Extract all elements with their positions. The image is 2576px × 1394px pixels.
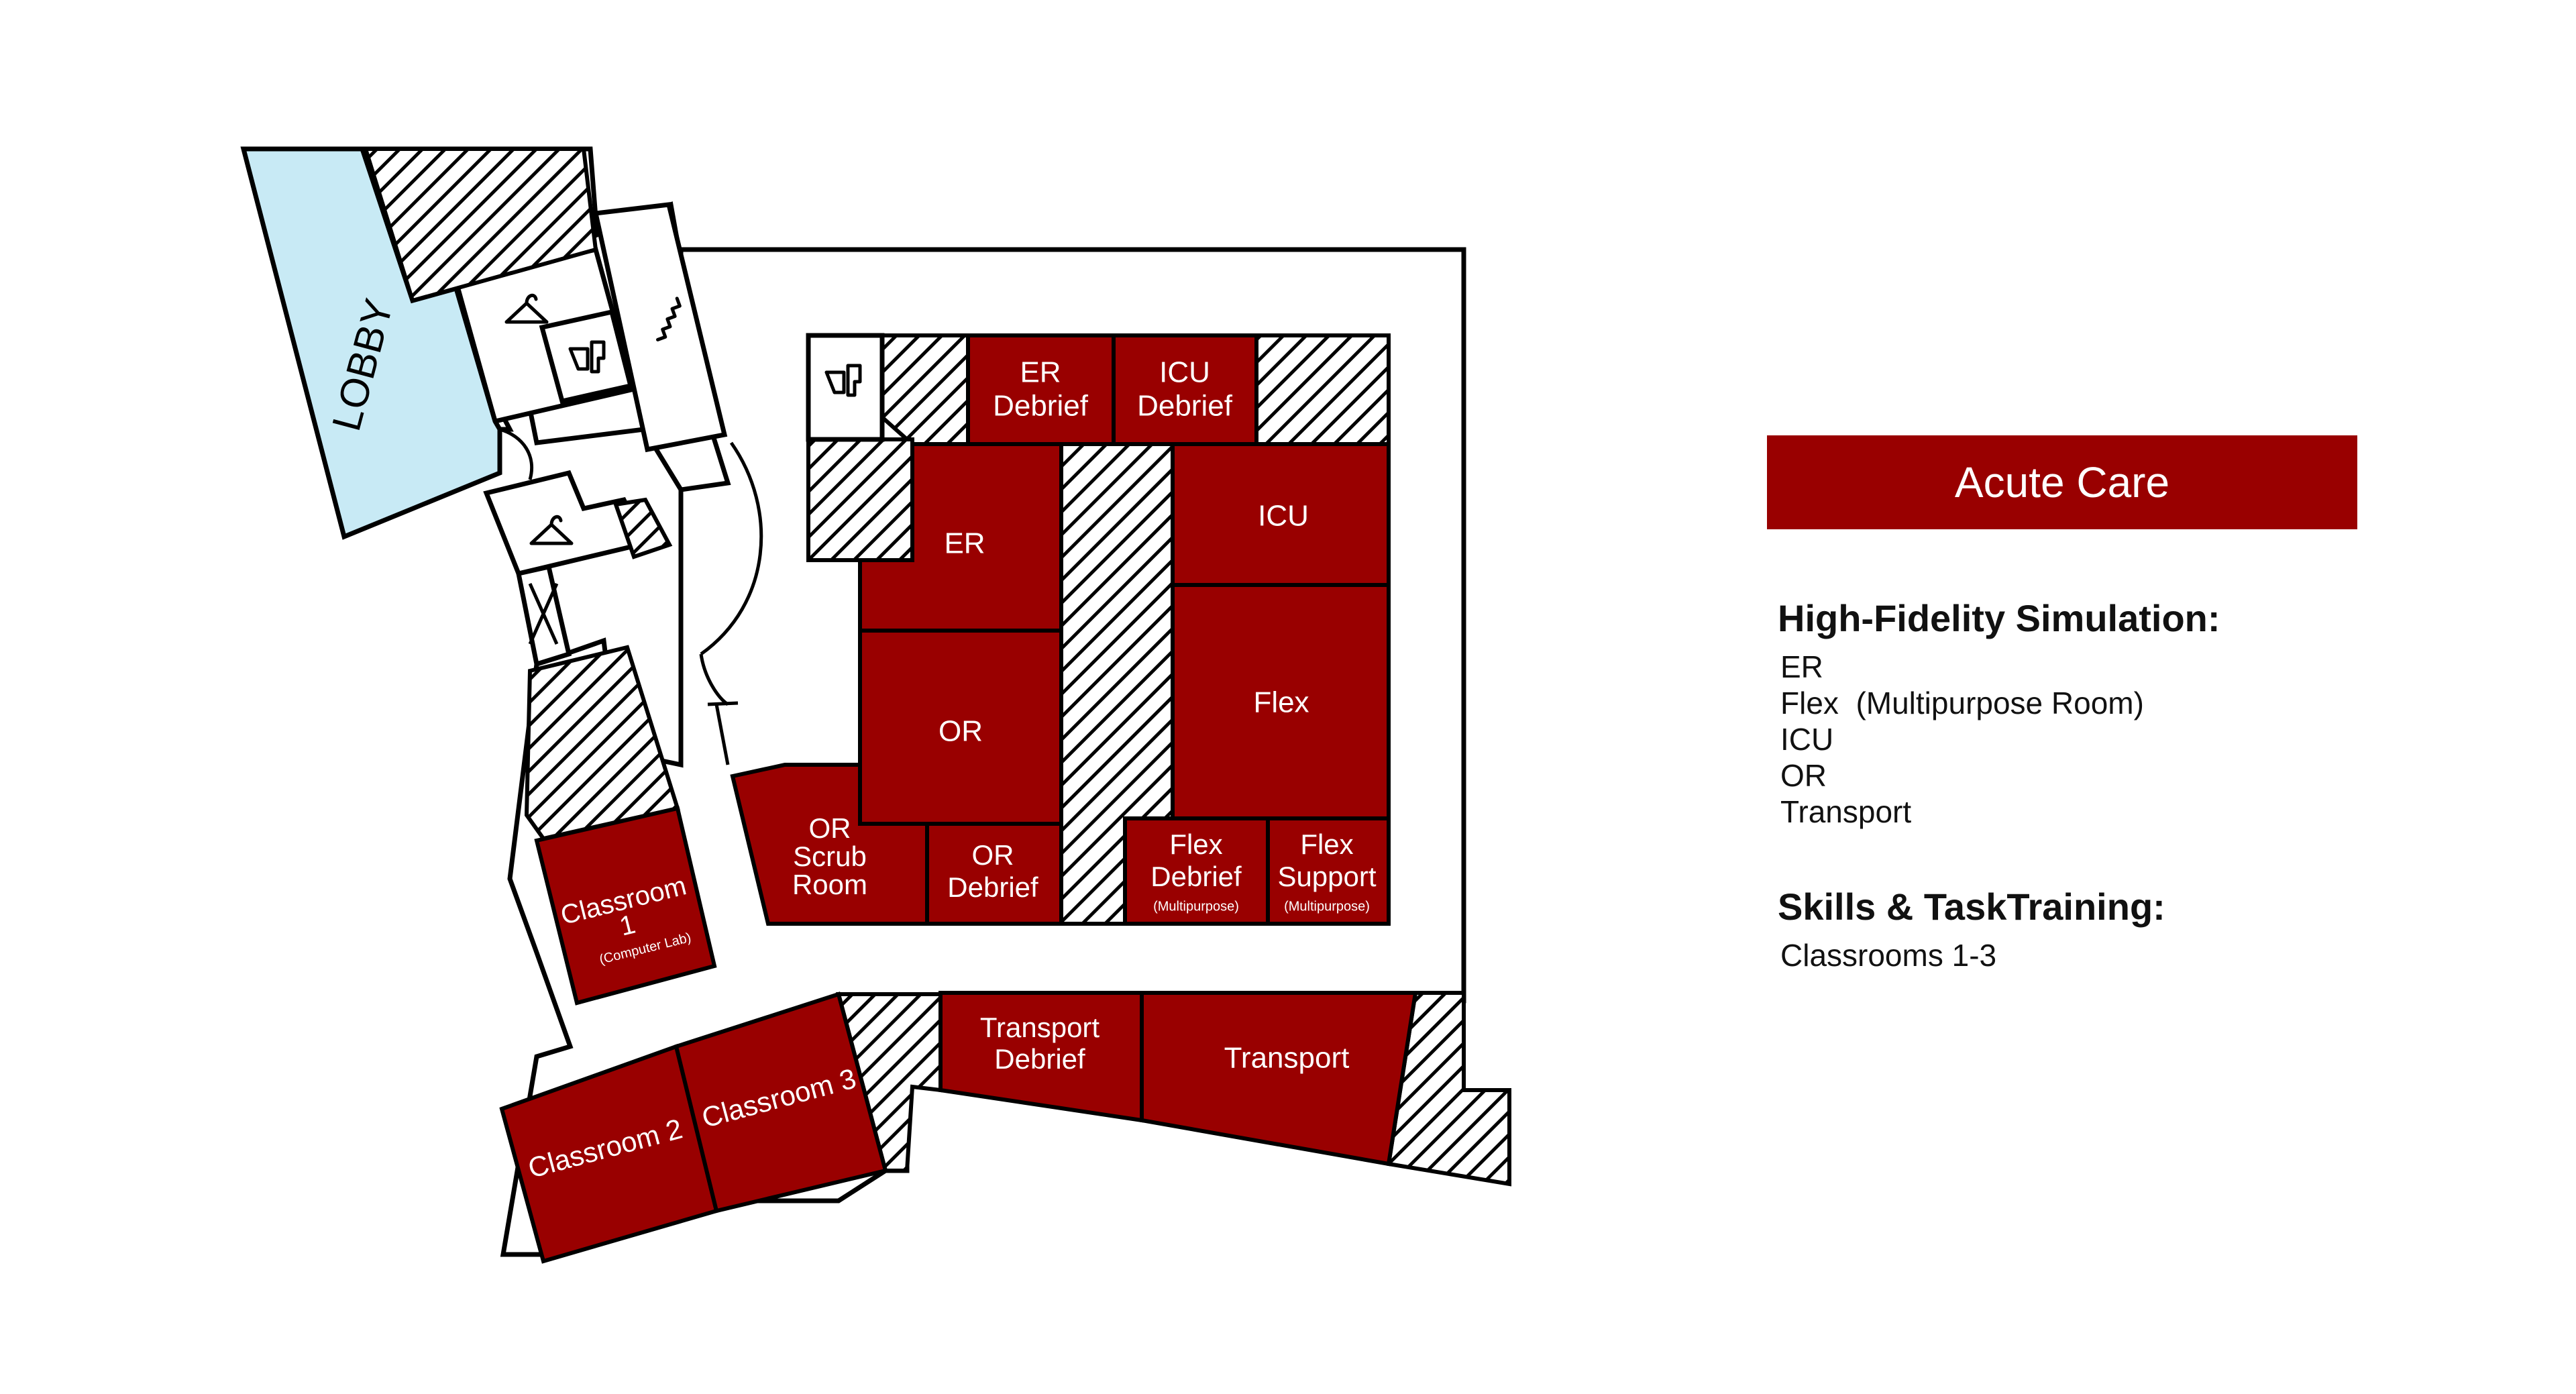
room-or-debrief-label-2: Debrief bbox=[947, 871, 1038, 903]
room-transport-label: Transport bbox=[1224, 1042, 1350, 1075]
room-flex-support[interactable] bbox=[1266, 816, 1391, 926]
room-icu-debrief-label-2: Debrief bbox=[1137, 390, 1233, 423]
room-flex-support-label-2: Support bbox=[1277, 861, 1376, 892]
service-areas bbox=[362, 147, 1511, 1187]
room-or-scrub-label-2: Scrub bbox=[793, 841, 867, 872]
legend-item-er: ER bbox=[1780, 649, 1823, 684]
corridor-door-arc bbox=[700, 441, 763, 656]
rooms: ER Debrief ICU Debrief ER ICU OR Flex OR… bbox=[499, 333, 1418, 1264]
legend-panel: Acute Care High-Fidelity Simulation: ER … bbox=[1767, 435, 2357, 973]
room-transport[interactable] bbox=[1140, 991, 1418, 1167]
hatch-restroom-side bbox=[880, 333, 970, 446]
room-flex[interactable] bbox=[1171, 583, 1391, 820]
room-flex-support-note: (Multipurpose) bbox=[1284, 899, 1370, 914]
door-jamb-2 bbox=[714, 704, 730, 765]
legend-item-icu: ICU bbox=[1780, 722, 1834, 757]
skills-heading: Skills & TaskTraining: bbox=[1778, 886, 2165, 928]
room-or-debrief-label-1: OR bbox=[972, 839, 1014, 871]
floor-plan-map: LOBBY ER Debrief ICU Debrief ER ICU OR bbox=[240, 146, 1511, 1264]
room-or-scrub-label-3: Room bbox=[792, 869, 867, 900]
room-er-debrief[interactable] bbox=[966, 333, 1116, 446]
room-flex-debrief-note: (Multipurpose) bbox=[1153, 899, 1239, 914]
room-flex-debrief-label-2: Debrief bbox=[1150, 861, 1242, 892]
legend-title: Acute Care bbox=[1954, 458, 2170, 506]
lobby-room bbox=[240, 146, 502, 540]
room-er-debrief-label-1: ER bbox=[1020, 356, 1061, 389]
room-classroom-3[interactable] bbox=[674, 991, 888, 1214]
room-flex-debrief-label-1: Flex bbox=[1169, 828, 1222, 860]
restroom-icon bbox=[824, 364, 862, 397]
room-or-debrief[interactable] bbox=[925, 822, 1063, 926]
room-or-label: OR bbox=[938, 715, 983, 748]
skills-list: Classrooms 1-3 bbox=[1778, 937, 1996, 973]
coat-hanger-icon bbox=[504, 293, 549, 324]
high-fidelity-heading: High-Fidelity Simulation: bbox=[1778, 597, 2220, 639]
room-classroom-1[interactable] bbox=[534, 806, 717, 1006]
legend-title-bar: Acute Care bbox=[1767, 435, 2357, 529]
vestibule-door bbox=[528, 582, 559, 645]
hatch-block-left bbox=[806, 437, 914, 562]
coat-hanger-icon bbox=[529, 515, 574, 545]
hatch-area-left-corridor bbox=[524, 645, 680, 841]
door-jamb bbox=[707, 701, 739, 706]
stair-shaft bbox=[592, 202, 728, 453]
room-transport-debrief-label-2: Debrief bbox=[994, 1043, 1085, 1075]
room-icu[interactable] bbox=[1171, 442, 1391, 587]
hatch-area-top-left bbox=[362, 147, 598, 303]
room-flex-label: Flex bbox=[1253, 686, 1309, 719]
room-flex-debrief[interactable] bbox=[1123, 816, 1270, 926]
legend-item-flex: Flex (Multipurpose Room) bbox=[1780, 686, 2144, 720]
lobby-door-arc bbox=[499, 427, 534, 480]
restroom-icon bbox=[568, 340, 606, 374]
room-icu-label: ICU bbox=[1258, 500, 1309, 533]
legend-item-classrooms: Classrooms 1-3 bbox=[1780, 938, 1997, 973]
room-or-scrub-label-1: OR bbox=[809, 812, 851, 844]
legend-item-transport: Transport bbox=[1780, 794, 1912, 829]
room-or[interactable] bbox=[858, 629, 1063, 826]
hatch-area-coat-lower bbox=[612, 497, 673, 559]
room-icu-debrief-label-1: ICU bbox=[1159, 356, 1210, 389]
lobby-area: LOBBY bbox=[240, 146, 502, 540]
room-er-debrief-label-2: Debrief bbox=[993, 390, 1089, 423]
stairs-icon bbox=[656, 297, 682, 341]
high-fidelity-list: ER Flex (Multipurpose Room) ICU OR Trans… bbox=[1778, 649, 2144, 830]
room-icu-debrief[interactable] bbox=[1112, 333, 1258, 446]
room-er-label: ER bbox=[944, 527, 985, 560]
room-transport-debrief-label-1: Transport bbox=[980, 1012, 1100, 1043]
hatch-block-top-right bbox=[1254, 333, 1391, 446]
bottom-corridor bbox=[731, 976, 845, 993]
room-or-scrub[interactable] bbox=[730, 763, 929, 926]
legend-item-or: OR bbox=[1780, 758, 1827, 793]
room-flex-support-label-1: Flex bbox=[1300, 828, 1353, 860]
